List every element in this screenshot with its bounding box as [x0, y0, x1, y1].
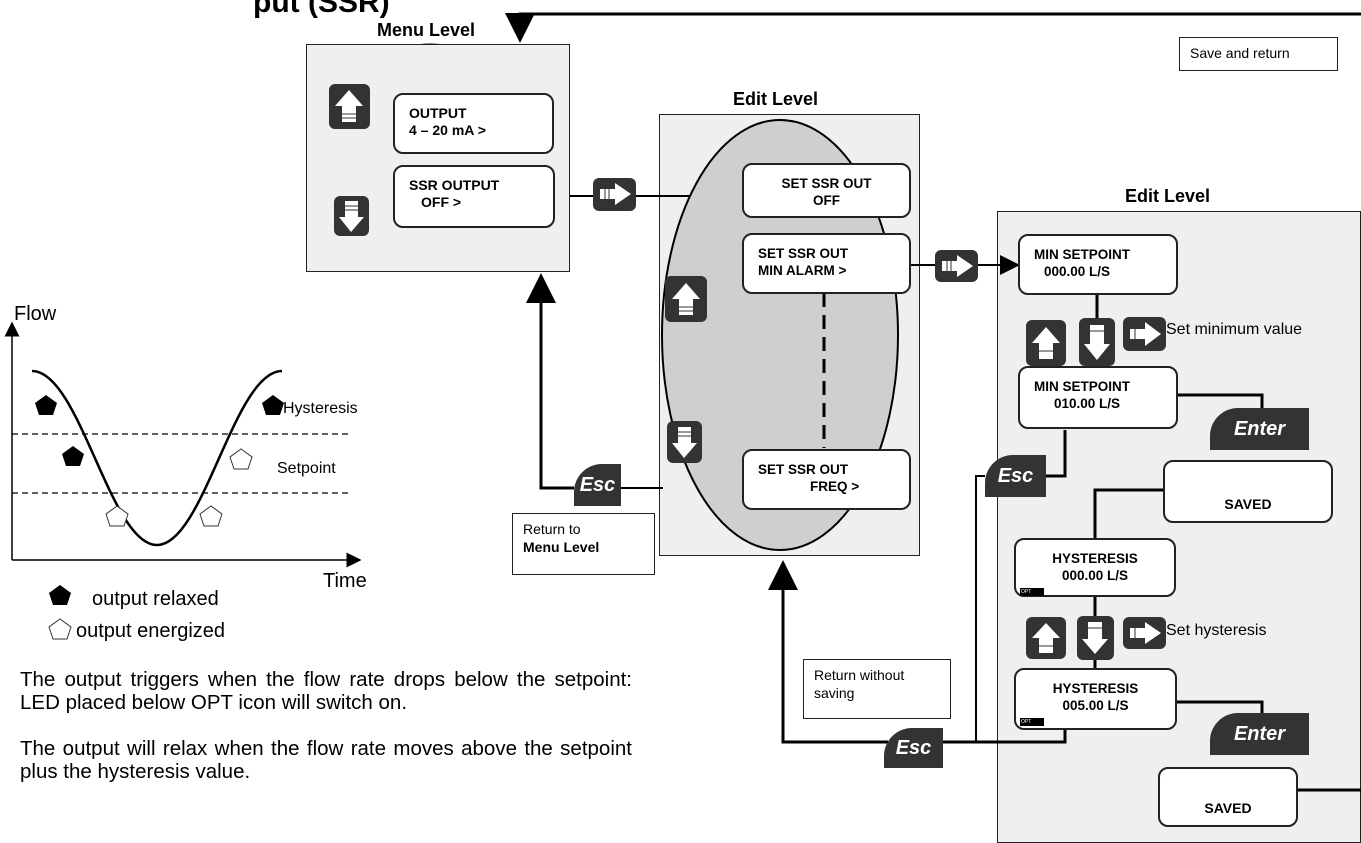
enter-key[interactable]: Enter	[1210, 408, 1309, 450]
down-arrow-key[interactable]	[1077, 616, 1114, 660]
menu-item-output-line1: OUTPUT	[409, 105, 467, 121]
hysteresis-initial-line2: 000.00 L/S	[1061, 568, 1129, 583]
opt-icon: OPT	[1020, 718, 1044, 726]
hysteresis-initial[interactable]: HYSTERESIS 000.00 L/S	[1014, 538, 1176, 597]
return-without-line2: saving	[814, 685, 855, 701]
edit-level-1-title: Edit Level	[733, 89, 819, 109]
min-setpoint-edited-line2: 010.00 L/S	[1054, 396, 1121, 411]
relaxed-marker	[62, 446, 84, 466]
min-setpoint-initial-line1: MIN SETPOINT	[1034, 247, 1131, 262]
menu-item-ssr-line1: SSR OUTPUT	[409, 177, 500, 193]
description-paragraph: The output will relax when the flow rate…	[20, 737, 632, 783]
down-arrow-key[interactable]	[334, 196, 369, 236]
right-arrow-icon	[600, 183, 631, 205]
return-without-saving-note: Return without saving	[803, 659, 951, 719]
hysteresis-edited-line2: 005.00 L/S	[1062, 698, 1129, 713]
right-arrow-icon	[1130, 322, 1161, 346]
relaxed-marker	[35, 395, 57, 415]
down-arrow-icon	[672, 427, 697, 458]
save-and-return-note: Save and return	[1179, 37, 1338, 71]
saved-indicator-2: SAVED	[1158, 767, 1298, 827]
down-arrow-icon	[1082, 622, 1108, 654]
flow-graph	[4, 321, 362, 568]
right-arrow-key[interactable]	[1123, 317, 1166, 351]
right-arrow-icon	[942, 255, 973, 277]
relaxed-marker	[262, 395, 284, 415]
min-setpoint-edited[interactable]: MIN SETPOINT 010.00 L/S	[1018, 366, 1178, 429]
up-arrow-key[interactable]	[1026, 617, 1066, 659]
return-to-menu-note: Return to Menu Level	[512, 513, 655, 575]
min-setpoint-edited-line1: MIN SETPOINT	[1034, 379, 1131, 394]
down-arrow-key[interactable]	[1079, 318, 1115, 366]
legend-energized-icon	[48, 618, 72, 640]
legend-relaxed-label: output relaxed	[92, 588, 219, 610]
edit-item-off[interactable]: SET SSR OUT OFF	[742, 163, 911, 218]
min-setpoint-initial[interactable]: MIN SETPOINT 000.00 L/S	[1018, 234, 1178, 295]
edit-item-off-line1: SET SSR OUT	[781, 176, 872, 191]
edit-item-freq[interactable]: SET SSR OUT FREQ >	[742, 449, 911, 510]
down-arrow-key[interactable]	[667, 421, 702, 463]
menu-item-output[interactable]: OUTPUT 4 – 20 mA >	[393, 93, 554, 154]
right-arrow-icon	[1130, 622, 1161, 644]
edit-level-2-title: Edit Level	[1125, 186, 1211, 206]
return-to-menu-line2: Menu Level	[523, 539, 600, 555]
return-without-line1: Return without	[814, 667, 905, 683]
edit-item-min-alarm[interactable]: SET SSR OUT MIN ALARM >	[742, 233, 911, 294]
legend-energized-label: output energized	[76, 620, 226, 642]
menu-item-output-line2: 4 – 20 mA >	[409, 122, 486, 138]
menu-level-panel	[306, 44, 570, 272]
menu-item-ssr-line2: OFF >	[421, 194, 462, 210]
saved-indicator-1: SAVED	[1163, 460, 1333, 523]
enter-key[interactable]: Enter	[1210, 713, 1309, 755]
up-arrow-icon	[1032, 623, 1060, 653]
down-arrow-icon	[1084, 325, 1110, 360]
up-arrow-key[interactable]	[329, 84, 370, 129]
edit-item-freq-line1: SET SSR OUT	[758, 462, 849, 477]
edit-item-min-alarm-line2: MIN ALARM >	[758, 263, 847, 278]
right-arrow-key[interactable]	[935, 250, 978, 282]
energized-marker	[105, 505, 129, 527]
return-without-saving-connector	[768, 560, 888, 744]
edit-item-off-line2: OFF	[813, 193, 840, 208]
up-arrow-icon	[1032, 327, 1060, 359]
save-return-connector	[505, 12, 1361, 43]
page-title-fragment: put (SSR)	[253, 0, 390, 19]
graph-y-label: Flow	[14, 303, 57, 325]
down-arrow-icon	[339, 201, 364, 232]
return-to-menu-line1: Return to	[523, 521, 581, 537]
hysteresis-initial-line1: HYSTERESIS	[1052, 551, 1138, 566]
hysteresis-label: Hysteresis	[283, 400, 358, 417]
up-arrow-key[interactable]	[1026, 320, 1066, 366]
up-arrow-icon	[335, 90, 363, 122]
setpoint-label: Setpoint	[277, 460, 336, 477]
set-hysteresis-caption: Set hysteresis	[1166, 622, 1267, 639]
hysteresis-edited-line1: HYSTERESIS	[1052, 681, 1139, 696]
up-arrow-key[interactable]	[665, 276, 707, 322]
opt-icon: OPT	[1020, 588, 1044, 596]
description-paragraph: The output triggers when the flow rate d…	[20, 668, 632, 714]
legend-relaxed-icon	[49, 585, 71, 605]
right-arrow-key[interactable]	[593, 178, 636, 211]
edit-ring	[661, 119, 899, 551]
min-setpoint-initial-line2: 000.00 L/S	[1044, 264, 1111, 279]
energized-marker	[229, 448, 253, 470]
right-arrow-key[interactable]	[1123, 617, 1166, 649]
esc-key[interactable]: Esc	[574, 464, 621, 506]
graph-x-label: Time	[323, 570, 367, 592]
set-minimum-caption: Set minimum value	[1166, 321, 1303, 338]
energized-marker	[199, 505, 223, 527]
esc-key[interactable]: Esc	[884, 728, 943, 768]
return-menu-connector	[526, 273, 574, 490]
up-arrow-icon	[672, 283, 700, 315]
edit-item-freq-line2: FREQ >	[810, 479, 860, 494]
menu-level-title: Menu Level	[377, 20, 476, 40]
edit-item-min-alarm-line1: SET SSR OUT	[758, 246, 849, 261]
flow-curve	[31, 369, 283, 547]
menu-item-ssr-output[interactable]: SSR OUTPUT OFF >	[393, 165, 555, 228]
esc-key[interactable]: Esc	[985, 455, 1046, 497]
